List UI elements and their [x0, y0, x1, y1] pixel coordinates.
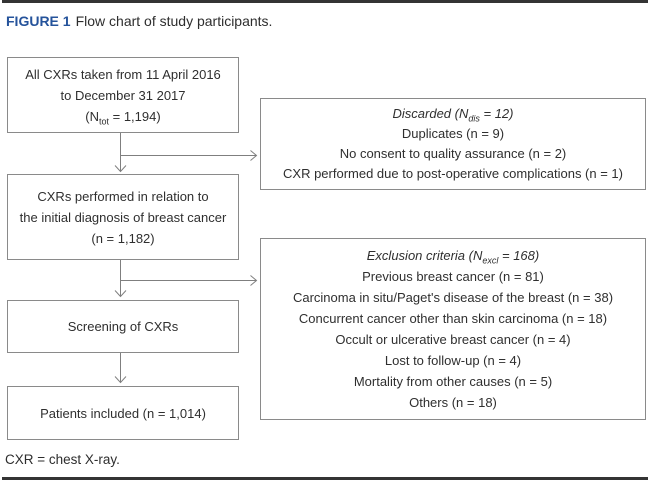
- exclusion-item: Carcinoma in situ/Paget's disease of the…: [292, 290, 614, 305]
- box-line: (Ntot = 1,194): [85, 108, 161, 127]
- exclusion-item: Occult or ulcerative breast cancer (n = …: [335, 332, 571, 347]
- box-line: Screening of CXRs: [67, 319, 179, 334]
- discarded-item: CXR performed due to post-operative comp…: [283, 166, 623, 181]
- discarded-item: No consent to quality assurance (n = 2): [339, 146, 567, 161]
- bottom-rule: [2, 477, 648, 480]
- box-screening: Screening of CXRs: [7, 300, 239, 353]
- subscript: tot: [99, 116, 110, 127]
- box-heading: Exclusion criteria (Nexcl = 168): [366, 248, 540, 266]
- arrow-down-icon: [114, 290, 127, 298]
- figure-label: FIGURE 1: [6, 13, 71, 29]
- arrow-down-icon: [114, 165, 127, 173]
- box-discarded: Discarded (Ndis = 12) Duplicates (n = 9)…: [260, 98, 646, 190]
- arrow-right-icon: [250, 275, 258, 286]
- box-line: CXRs performed in relation to: [37, 188, 209, 204]
- exclusion-item: Previous breast cancer (n = 81): [362, 269, 544, 284]
- top-rule: [2, 0, 648, 3]
- discarded-item: Duplicates (n = 9): [401, 126, 505, 141]
- footnote: CXR = chest X-ray.: [5, 452, 120, 467]
- exclusion-item: Others (n = 18): [409, 395, 497, 410]
- subscript: dis: [468, 113, 480, 124]
- box-initial-diagnosis: CXRs performed in relation to the initia…: [7, 174, 239, 260]
- box-line: (n = 1,182): [91, 230, 155, 246]
- box-heading: Discarded (Ndis = 12): [392, 106, 514, 124]
- exclusion-item: Mortality from other causes (n = 5): [353, 374, 553, 389]
- box-exclusion-criteria: Exclusion criteria (Nexcl = 168) Previou…: [260, 238, 646, 420]
- subscript: excl: [482, 255, 499, 266]
- figure-title: Flow chart of study participants.: [75, 13, 273, 29]
- box-line: the initial diagnosis of breast cancer: [19, 209, 227, 225]
- arrow-right-icon: [250, 150, 258, 161]
- box-line: All CXRs taken from 11 April 2016: [25, 66, 221, 82]
- box-patients-included: Patients included (n = 1,014): [7, 386, 239, 440]
- box-line: Patients included (n = 1,014): [40, 405, 206, 421]
- box-line: to December 31 2017: [60, 87, 186, 103]
- box-all-cxrs: All CXRs taken from 11 April 2016 to Dec…: [7, 57, 239, 133]
- exclusion-item: Concurrent cancer other than skin carcin…: [298, 311, 608, 326]
- arrow-down-icon: [114, 376, 127, 384]
- exclusion-item: Lost to follow-up (n = 4): [384, 353, 522, 368]
